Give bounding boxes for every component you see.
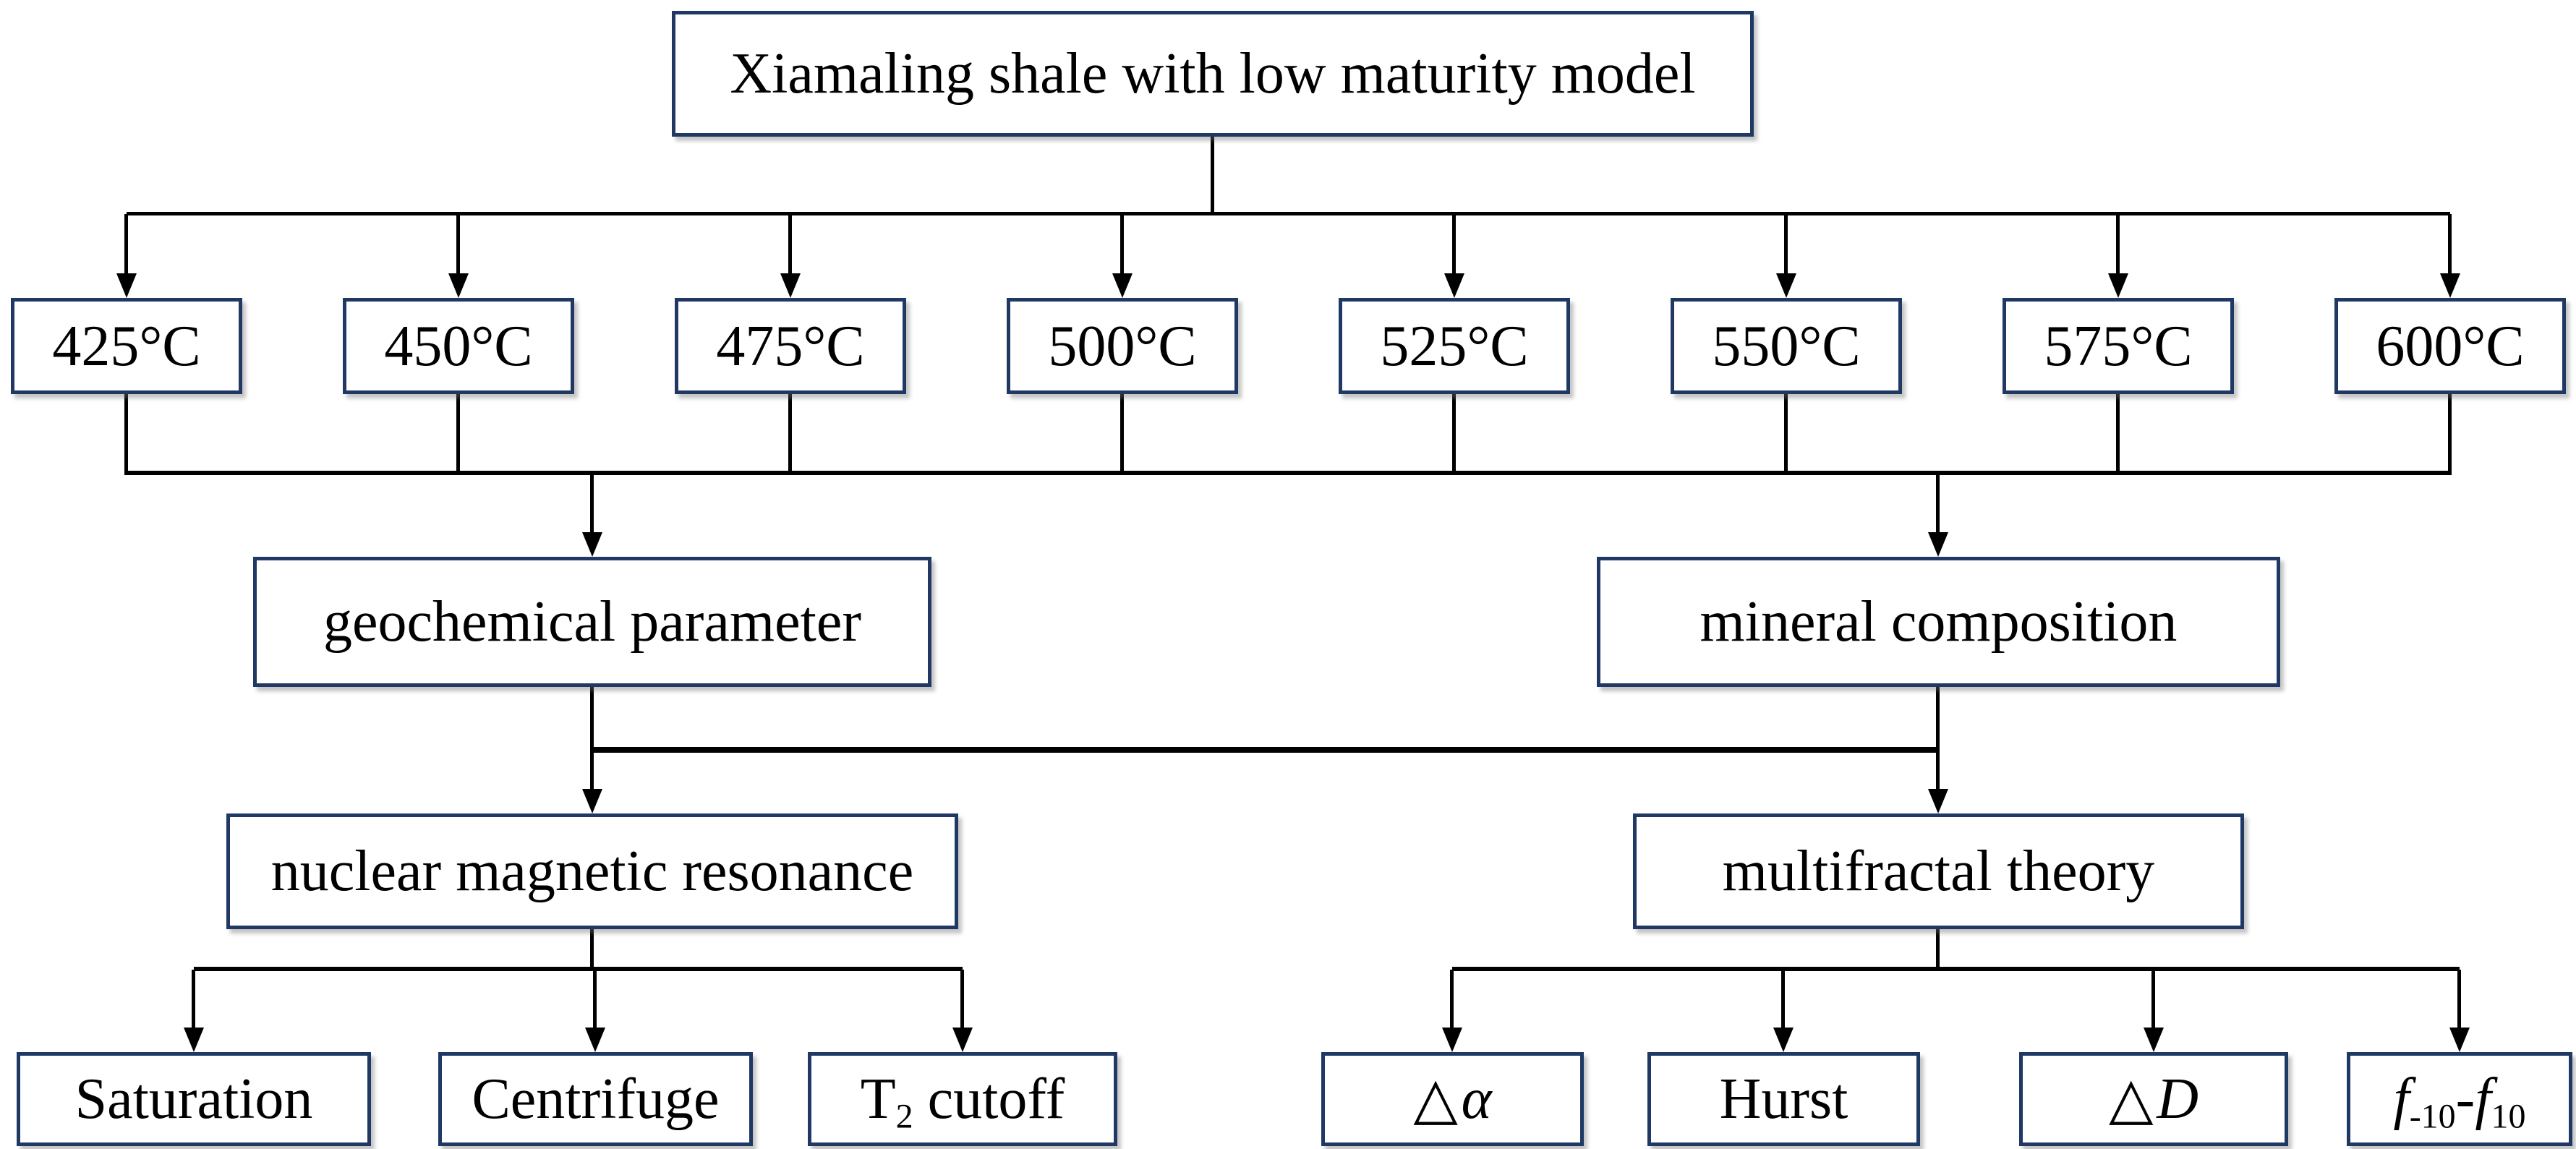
arrowhead — [2144, 1028, 2164, 1052]
node-temp-500: 500°C — [1007, 298, 1238, 394]
node-multifractal-theory: multifractal theory — [1633, 813, 2244, 929]
node-centrifuge: Centrifuge — [438, 1052, 753, 1146]
connector-drop — [1120, 214, 1124, 275]
arrowhead — [1928, 532, 1948, 557]
node-centrifuge-label: Centrifuge — [472, 1067, 720, 1131]
node-nuclear-magnetic-resonance: nuclear magnetic resonance — [226, 813, 958, 929]
node-temp-500-label: 500°C — [1048, 314, 1197, 378]
arrowhead — [582, 789, 602, 813]
connector-drop — [1936, 474, 1940, 534]
node-temp-525-label: 525°C — [1380, 314, 1529, 378]
arrowhead — [116, 273, 137, 298]
connector-drop — [1781, 970, 1785, 1029]
connector-drop — [2116, 214, 2120, 275]
node-hurst: Hurst — [1647, 1052, 1920, 1146]
node-root-label: Xiamaling shale with low maturity model — [730, 42, 1696, 106]
node-saturation-label: Saturation — [74, 1067, 313, 1131]
arrowhead — [1112, 273, 1133, 298]
node-mineral-composition: mineral composition — [1597, 557, 2280, 687]
node-temp-450: 450°C — [343, 298, 574, 394]
connector-drop — [1784, 394, 1788, 475]
node-delta-alpha-label: △α — [1413, 1067, 1492, 1131]
arrowhead — [1776, 273, 1796, 298]
node-temp-475: 475°C — [675, 298, 906, 394]
connector-drop — [593, 970, 597, 1029]
node-saturation: Saturation — [17, 1052, 371, 1146]
arrowhead — [2449, 1028, 2470, 1052]
connector-drop — [456, 214, 460, 275]
node-temp-600-label: 600°C — [2376, 314, 2525, 378]
connector-drop — [456, 394, 460, 475]
arrowhead — [184, 1028, 204, 1052]
connector-drop — [192, 970, 195, 1029]
connector-drop — [2116, 394, 2120, 475]
arrowhead — [585, 1028, 605, 1052]
connector-drop — [2457, 970, 2461, 1029]
connector-drop — [124, 394, 128, 475]
connector-drop — [1936, 687, 1940, 790]
connector-drop — [590, 474, 594, 534]
connector-drop — [2448, 394, 2452, 475]
node-temp-475-label: 475°C — [716, 314, 865, 378]
node-nuclear-magnetic-resonance-label: nuclear magnetic resonance — [270, 840, 914, 903]
connector-root-stem — [1211, 137, 1214, 214]
connector-drop — [1120, 394, 1124, 475]
connector-drop — [590, 929, 594, 970]
arrowhead — [1444, 273, 1464, 298]
connector-bus-nmr-children — [194, 967, 963, 971]
connector-drop — [788, 214, 792, 275]
connector-drop — [124, 214, 128, 275]
connector-drop — [1450, 970, 1454, 1029]
arrowhead — [1928, 789, 1948, 813]
arrowhead — [2108, 273, 2128, 298]
connector-cross-link — [592, 747, 1938, 753]
node-temp-550-label: 550°C — [1712, 314, 1861, 378]
arrowhead — [780, 273, 801, 298]
arrowhead — [2440, 273, 2460, 298]
node-geochemical-parameter-label: geochemical parameter — [323, 590, 861, 654]
connector-drop — [960, 970, 964, 1029]
node-temp-575: 575°C — [2003, 298, 2234, 394]
node-mineral-composition-label: mineral composition — [1699, 590, 2178, 654]
node-temp-450-label: 450°C — [384, 314, 533, 378]
node-f-range-label: f-10-f10 — [2393, 1067, 2526, 1136]
node-geochemical-parameter: geochemical parameter — [253, 557, 931, 687]
connector-bus-temperatures — [127, 212, 2450, 215]
node-temp-550: 550°C — [1671, 298, 1902, 394]
arrowhead — [582, 532, 602, 557]
node-temp-525: 525°C — [1339, 298, 1570, 394]
node-delta-alpha: △α — [1321, 1052, 1584, 1146]
node-temp-600: 600°C — [2334, 298, 2566, 394]
node-temp-575-label: 575°C — [2044, 314, 2193, 378]
connector-drop — [590, 687, 594, 790]
connector-drop — [788, 394, 792, 475]
node-multifractal-theory-label: multifractal theory — [1722, 840, 2155, 903]
connector-drop — [1452, 394, 1456, 475]
connector-drop — [1936, 929, 1940, 970]
arrowhead — [1773, 1028, 1794, 1052]
node-delta-d-label: △D — [2108, 1067, 2199, 1131]
arrowhead — [1442, 1028, 1462, 1052]
arrowhead — [952, 1028, 973, 1052]
node-temp-425-label: 425°C — [52, 314, 201, 378]
node-hurst-label: Hurst — [1719, 1067, 1848, 1131]
node-delta-d: △D — [2019, 1052, 2288, 1146]
connector-drop — [1452, 214, 1456, 275]
node-temp-425: 425°C — [11, 298, 242, 394]
node-t2-cutoff: T2 cutoff — [808, 1052, 1117, 1146]
connector-drop — [2151, 970, 2155, 1029]
connector-bus-multifractal-children — [1452, 967, 2460, 971]
node-f-range: f-10-f10 — [2347, 1052, 2572, 1146]
connector-bus-collect — [127, 471, 2450, 475]
node-root: Xiamaling shale with low maturity model — [672, 11, 1754, 137]
node-t2-cutoff-label: T2 cutoff — [860, 1067, 1065, 1136]
connector-drop — [1784, 214, 1788, 275]
arrowhead — [448, 273, 469, 298]
connector-drop — [2448, 214, 2452, 275]
